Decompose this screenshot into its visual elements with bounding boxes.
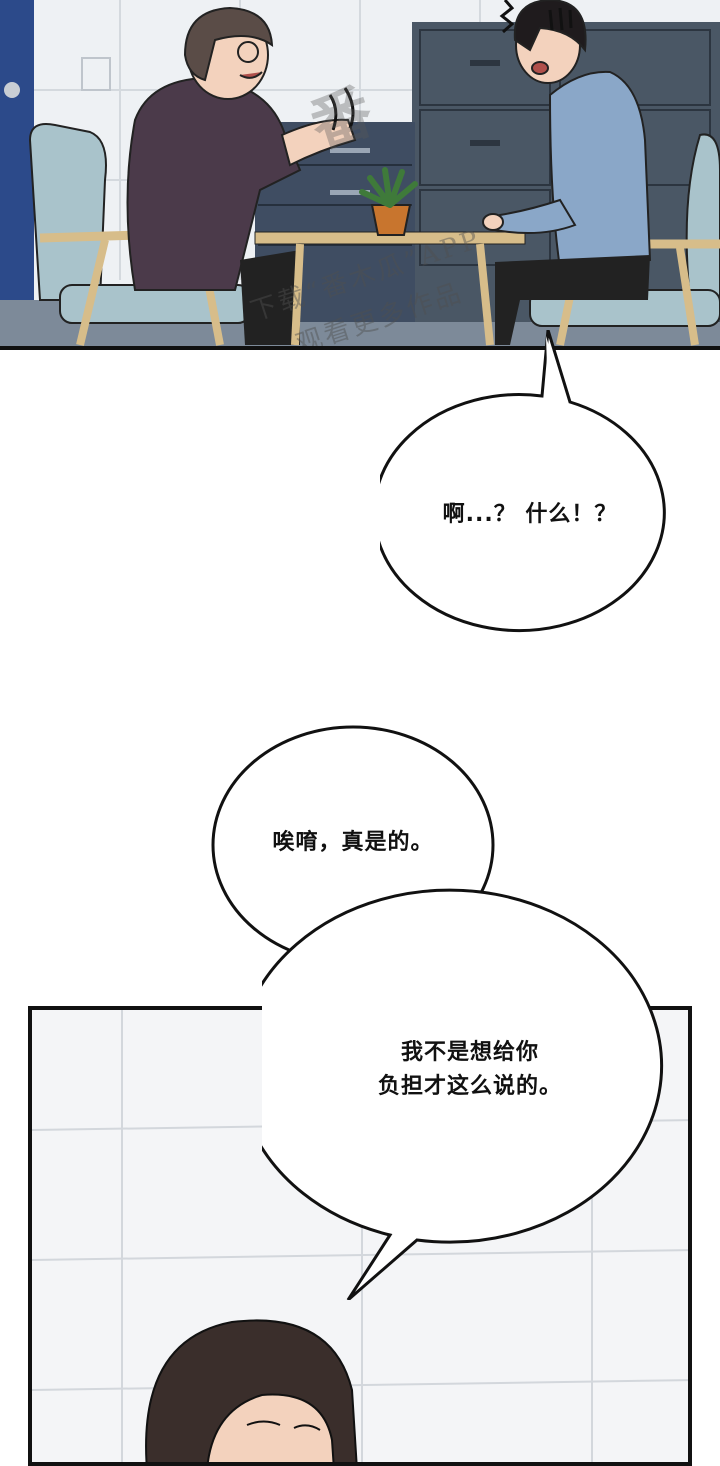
office-scene [0, 0, 720, 346]
bubble-2-text: 唉唷，真是的。 [272, 830, 434, 855]
door [0, 0, 34, 330]
bubble-3-text: 我不是想给你 负担才这么说的。 [320, 1036, 620, 1104]
bubble-1-text: 啊...？ 什么！？ [442, 502, 618, 527]
character-head [145, 1319, 358, 1462]
speech-bubble-1 [380, 330, 666, 633]
plant-icon [359, 167, 418, 236]
left-character [126, 6, 357, 345]
speech-bubble-3 [262, 888, 664, 1300]
bubble-3-line-1: 我不是想给你 [400, 1040, 539, 1065]
bubble-merge [290, 910, 470, 980]
shock-lines-icon [499, 0, 573, 34]
top-panel: 番 下载“番木瓜”APP 观看更多作品 [0, 0, 720, 350]
bubble-3-line-2: 负担才这么说的。 [377, 1074, 562, 1099]
